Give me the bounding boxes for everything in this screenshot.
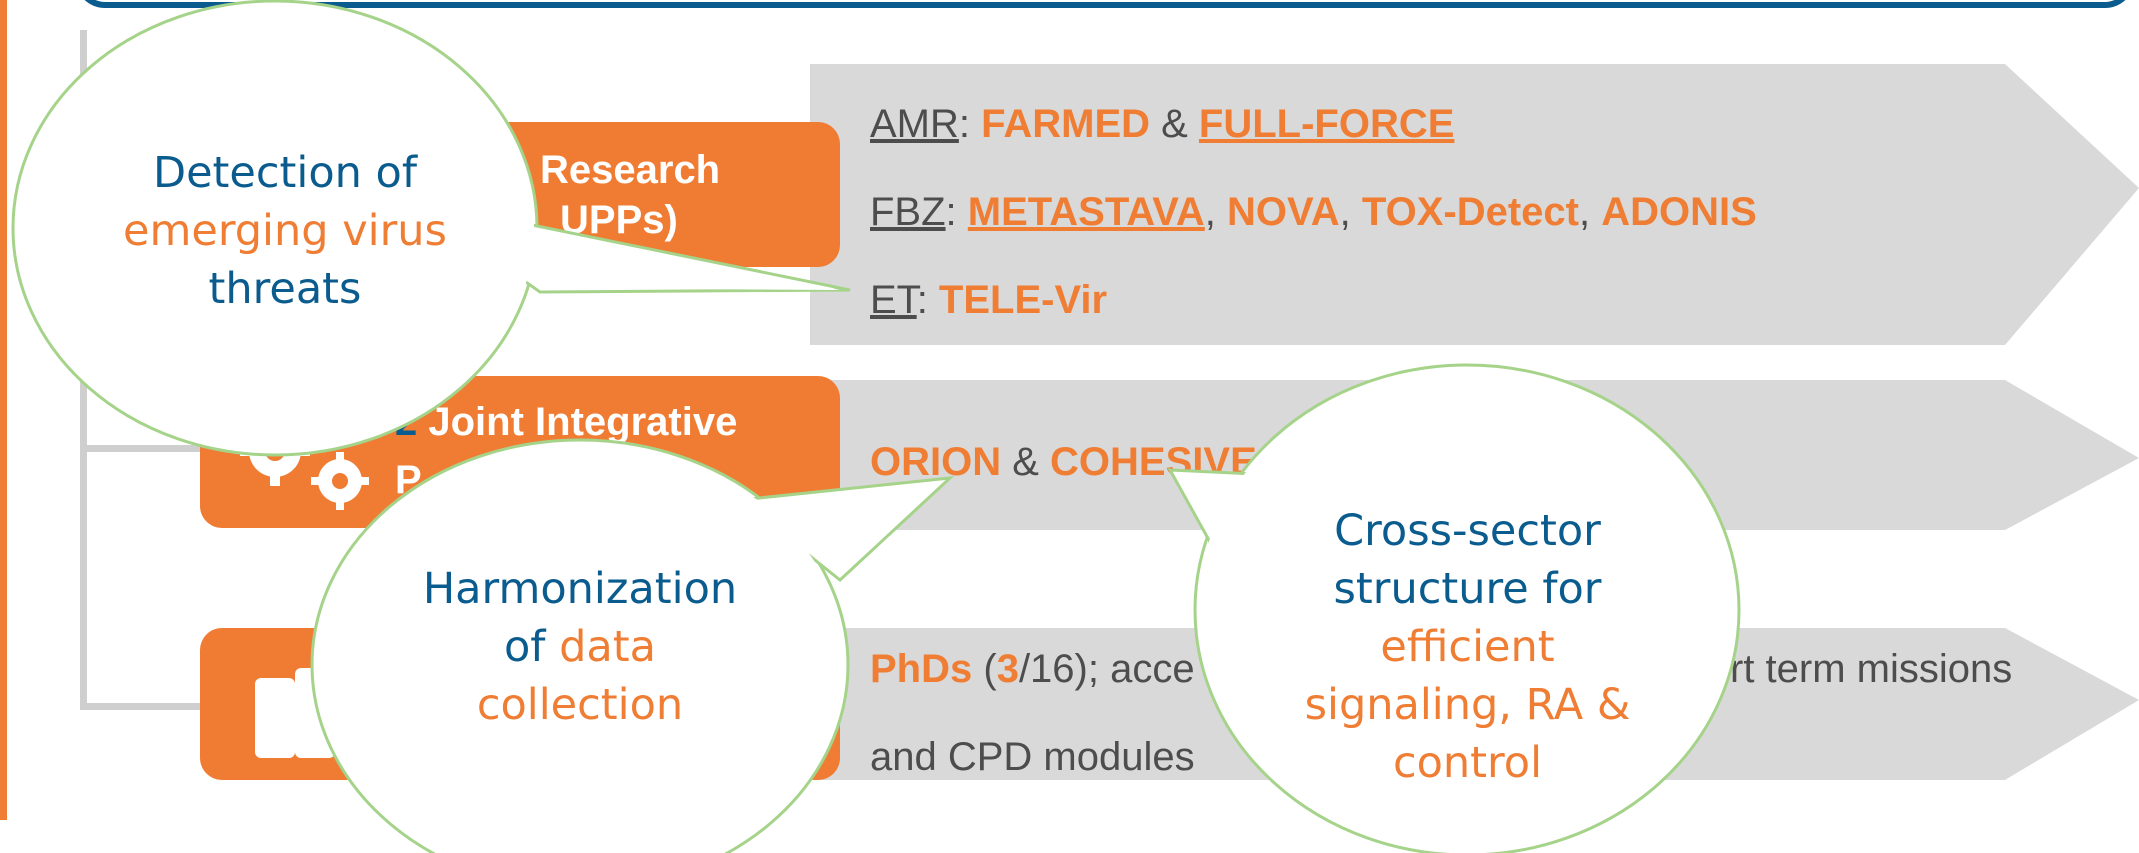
bubble-detection-line2: emerging virus [123, 206, 447, 256]
bubble-harmonization-data: data [559, 622, 656, 672]
row2-box-label: Joint Integrative [428, 400, 738, 444]
fbz-comma-3: , [1578, 190, 1602, 234]
bubble-detection: Detection of emerging virus threats [60, 144, 510, 318]
row1-arrow [810, 64, 2139, 345]
amr-amp: & [1150, 102, 1199, 146]
metastava-link[interactable]: METASTAVA [967, 190, 1205, 234]
phds-label: PhDs [870, 647, 973, 691]
tree-branch-3 [80, 703, 200, 710]
bubble-harmonization-of: of [504, 622, 560, 672]
bubble-harmonization: Harmonization of data collection [355, 560, 805, 734]
fbz-comma-2: , [1339, 190, 1362, 234]
nova-project: NOVA [1227, 190, 1340, 234]
fbz-comma-1: , [1204, 190, 1228, 234]
row3-line2: and CPD modules [870, 735, 1195, 779]
bubble-cross-sector: Cross-sector structure for efficient sig… [1240, 502, 1695, 792]
left-accent-bar [0, 0, 7, 820]
row3-line1: PhDs (3/16); acce [870, 647, 1195, 692]
bubble-cross-line5: control [1392, 738, 1543, 788]
row1-box-label: Research [540, 148, 721, 192]
et-sep: : [916, 278, 939, 322]
bubble-harmonization-line1: Harmonization [422, 564, 738, 614]
orion-project: ORION [870, 440, 1002, 484]
row3-line1-tail: rt term missions [1730, 647, 2013, 691]
farmed-project: FARMED [981, 102, 1151, 146]
bubble-harmonization-line3: collection [476, 680, 684, 730]
tree-branch-2 [80, 445, 200, 452]
amr-sep: : [958, 102, 982, 146]
bubble-cross-line3: efficient [1380, 622, 1555, 672]
tele-vir-project: TELE-Vir [938, 278, 1108, 322]
bubble-detection-line3: threats [208, 264, 362, 314]
row1-line3: ET: TELE-Vir [870, 278, 1107, 323]
amr-label: AMR [870, 102, 959, 146]
adonis-project: ADONIS [1601, 190, 1757, 234]
bubble-cross-line4: signaling, RA & [1304, 680, 1631, 730]
bubble-cross-line2: structure for [1333, 564, 1602, 614]
phds-open: ( [972, 647, 997, 691]
bubble-cross-line1: Cross-sector [1334, 506, 1601, 556]
row1-line2: FBZ: METASTAVA, NOVA, TOX-Detect, ADONIS [870, 190, 1757, 235]
full-force-link[interactable]: FULL-FORCE [1198, 102, 1455, 146]
phds-rest: /16); acce [1018, 647, 1195, 691]
row2-amp: & [1001, 440, 1051, 484]
fbz-sep: : [945, 190, 968, 234]
et-label: ET [870, 278, 917, 322]
fbz-label: FBZ [870, 190, 946, 234]
tox-detect-project: TOX-Detect [1361, 190, 1579, 234]
phds-count: 3 [996, 647, 1019, 691]
bubble-detection-line1: Detection of [152, 148, 417, 198]
row1-line1: AMR: FARMED & FULL-FORCE [870, 102, 1454, 147]
